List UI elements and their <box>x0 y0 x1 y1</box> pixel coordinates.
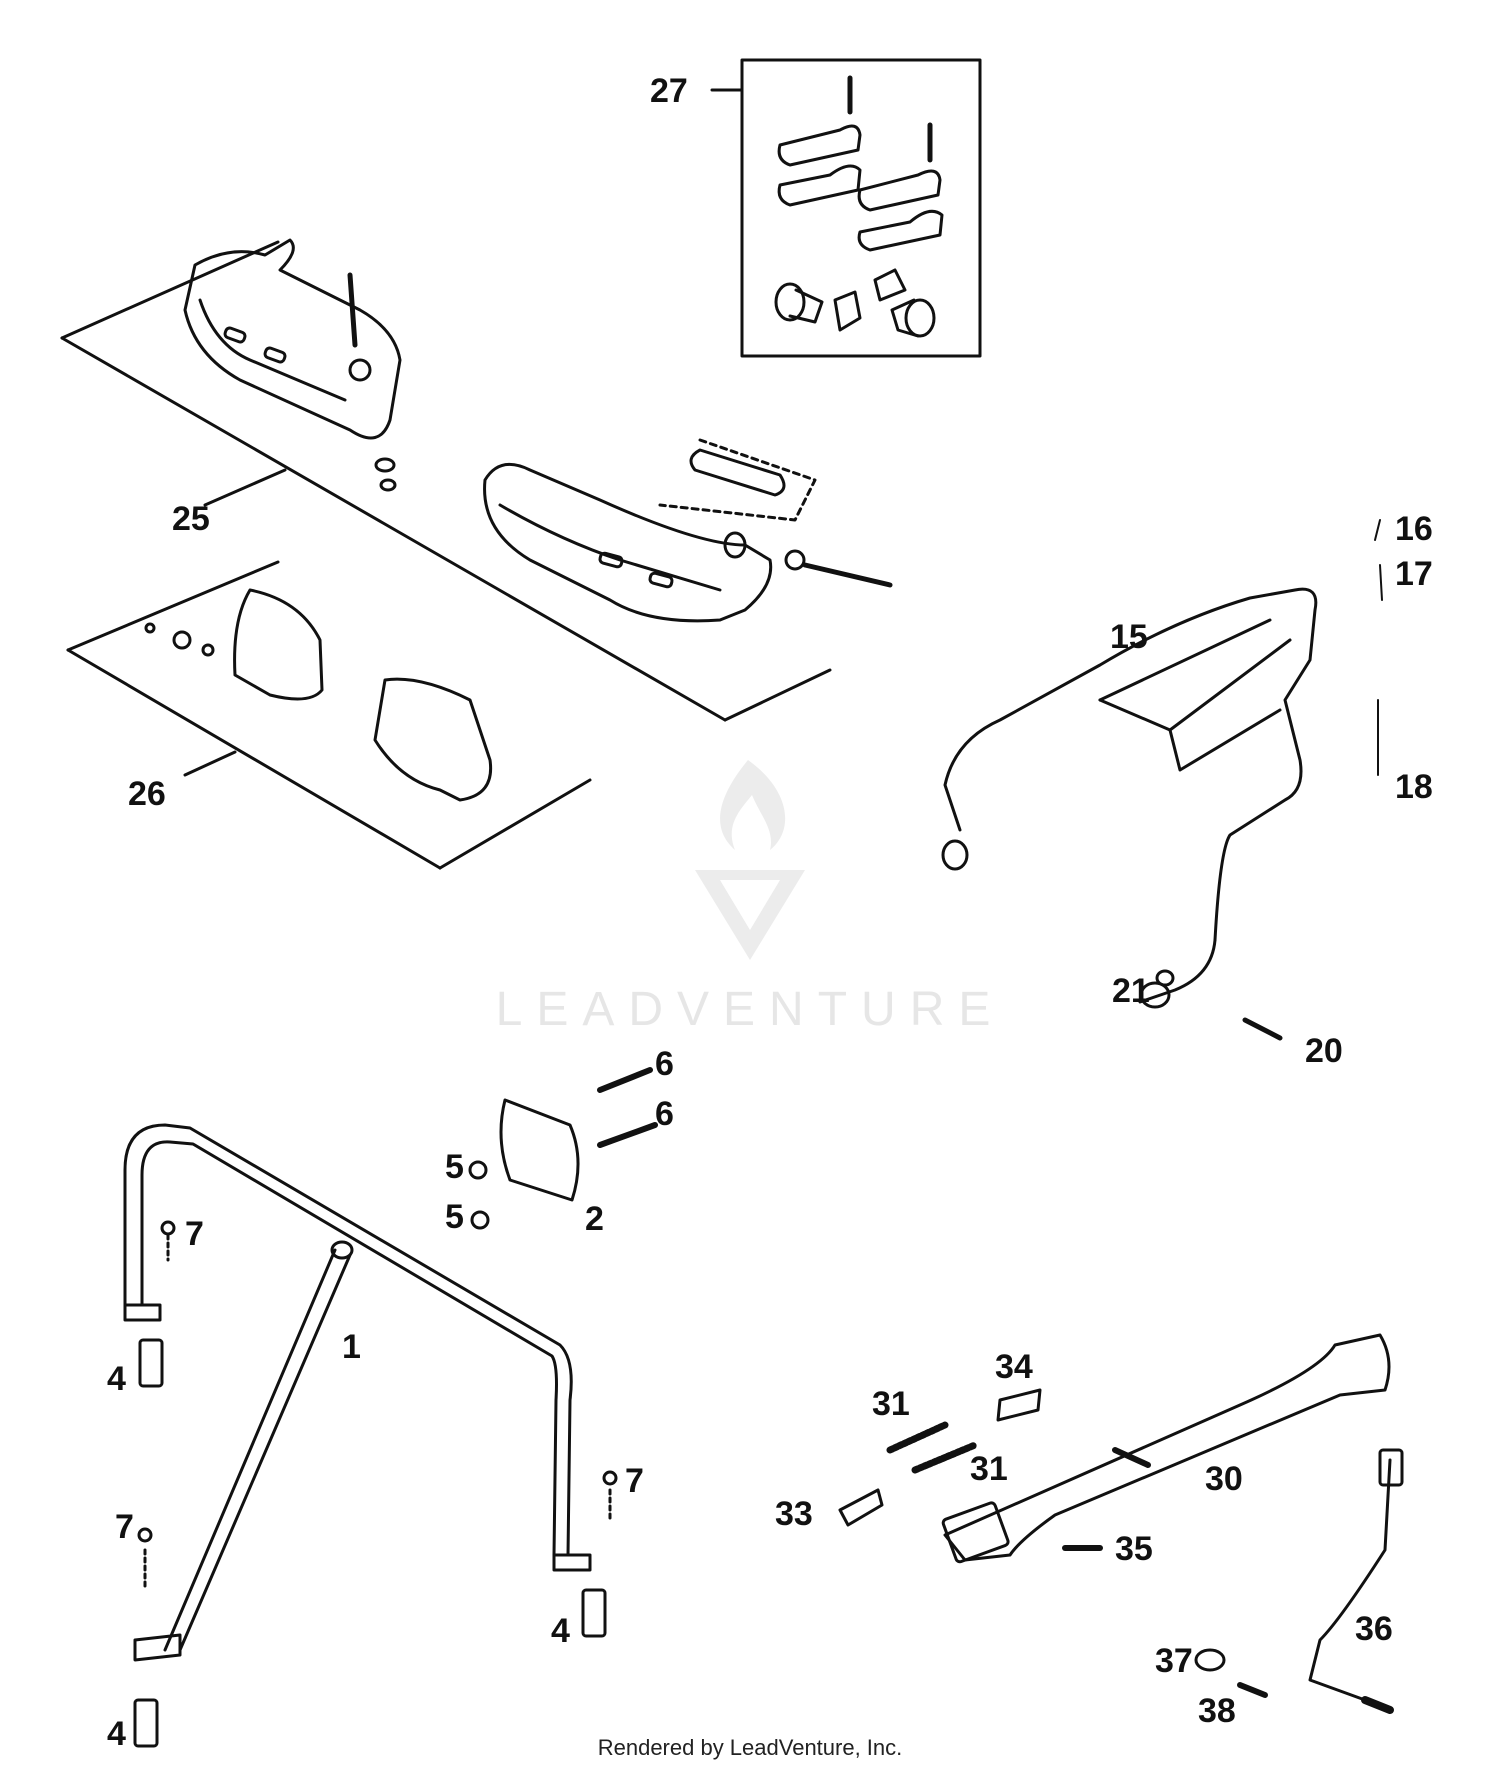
callout-31: 31 <box>970 1450 1008 1488</box>
watermark-brand: LEADVENTURE <box>496 983 1005 1036</box>
callout-20: 20 <box>1305 1032 1343 1070</box>
callout-labels: 1 2 4 4 4 5 5 6 6 7 7 7 15 16 17 18 20 2… <box>107 72 1433 1753</box>
watermark-v-icon <box>695 870 805 960</box>
callout-17: 17 <box>1395 555 1433 593</box>
callout-6: 6 <box>655 1045 674 1083</box>
callout-5: 5 <box>445 1198 464 1236</box>
callout-18: 18 <box>1395 768 1433 806</box>
callout-1: 1 <box>342 1328 361 1366</box>
plate-2-group <box>468 1067 658 1230</box>
callout-31: 31 <box>872 1385 910 1423</box>
callout-21: 21 <box>1112 972 1150 1010</box>
callout-7: 7 <box>625 1462 644 1500</box>
callout-26: 26 <box>128 775 166 813</box>
callout-4: 4 <box>107 1360 126 1398</box>
callout-34: 34 <box>995 1348 1033 1386</box>
callout-38: 38 <box>1198 1692 1236 1730</box>
callout-30: 30 <box>1205 1460 1243 1498</box>
callout-37: 37 <box>1155 1642 1193 1680</box>
callout-7: 7 <box>185 1215 204 1253</box>
rack-15 <box>941 587 1318 1041</box>
watermark-flame-icon <box>720 760 786 850</box>
callout-25: 25 <box>172 500 210 538</box>
kit-27-box <box>710 58 982 358</box>
frame-1 <box>123 1123 618 1748</box>
callout-36: 36 <box>1355 1610 1393 1648</box>
callout-15: 15 <box>1110 618 1148 656</box>
callout-35: 35 <box>1115 1530 1153 1568</box>
footer-credit: Rendered by LeadVenture, Inc. <box>597 1735 903 1760</box>
stand-30 <box>838 1333 1404 1714</box>
spoiler-26-group <box>66 560 592 870</box>
callout-27: 27 <box>650 72 688 110</box>
callout-33: 33 <box>775 1495 813 1533</box>
callout-16: 16 <box>1395 510 1433 548</box>
callout-7: 7 <box>115 1508 134 1546</box>
handguard-25-group <box>60 238 893 722</box>
watermark: LEADVENTURE <box>496 760 1005 1036</box>
callout-6: 6 <box>655 1095 674 1133</box>
callout-4: 4 <box>107 1715 126 1753</box>
callout-4: 4 <box>551 1612 570 1650</box>
callout-2: 2 <box>585 1200 604 1238</box>
leader-lines <box>1374 519 1383 776</box>
callout-5: 5 <box>445 1148 464 1186</box>
